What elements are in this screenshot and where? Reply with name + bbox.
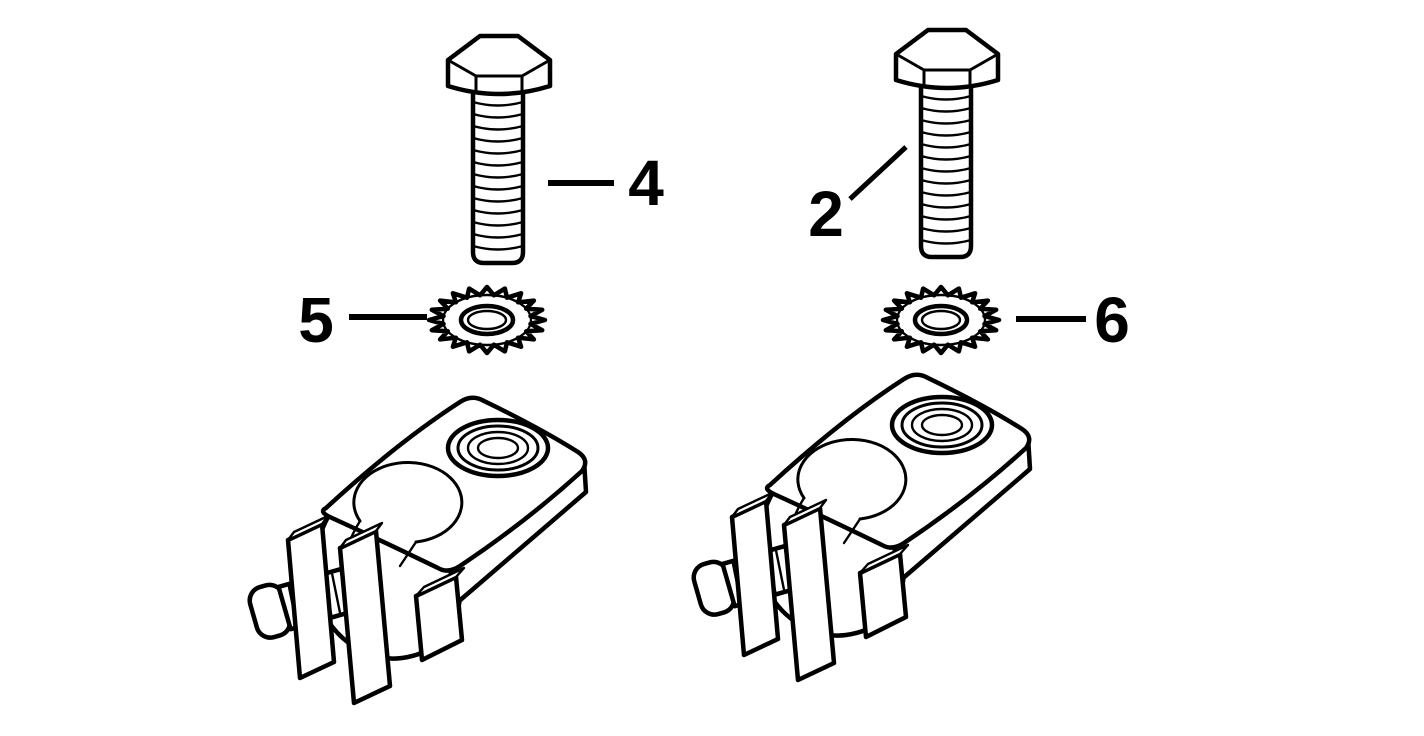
callout-4: 4 bbox=[548, 147, 664, 219]
callout-2: 2 bbox=[808, 145, 908, 250]
hex-bolt-right bbox=[896, 30, 998, 257]
callout-6: 6 bbox=[1016, 284, 1130, 356]
hex-bolt-left bbox=[448, 36, 550, 263]
callout-5: 5 bbox=[298, 284, 427, 356]
leader-line-2 bbox=[848, 145, 908, 201]
lock-washer-left bbox=[429, 287, 545, 353]
battery-terminal-clamp-right bbox=[690, 375, 1030, 680]
callout-label-6: 6 bbox=[1094, 284, 1130, 356]
battery-terminal-clamp-left bbox=[246, 398, 586, 703]
callout-label-5: 5 bbox=[298, 284, 334, 356]
lock-washer-right bbox=[883, 287, 999, 353]
callout-label-2: 2 bbox=[808, 178, 844, 250]
callout-label-4: 4 bbox=[628, 147, 664, 219]
